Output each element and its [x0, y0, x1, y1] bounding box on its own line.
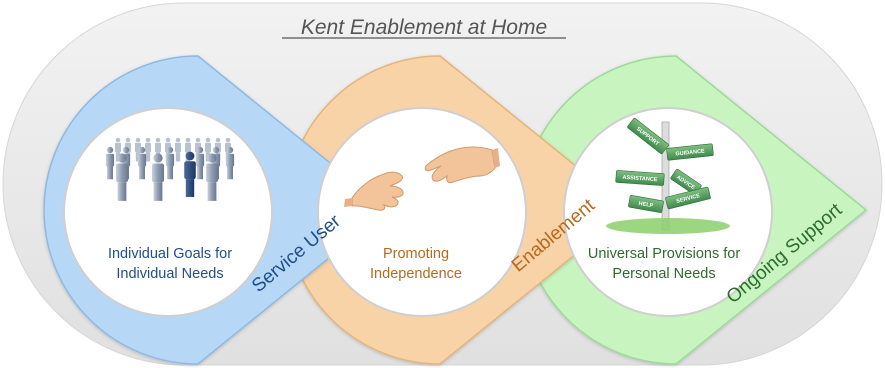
signpost-sign: GUIDANCE — [666, 143, 714, 161]
caption-enablement-line1: Promoting — [383, 246, 449, 262]
inner-circle-enablement — [317, 107, 527, 317]
person-figure — [184, 151, 196, 197]
diagram-title: Kent Enablement at Home — [301, 16, 547, 39]
caption-service-user-line1: Individual Goals for — [108, 246, 232, 262]
person-figure — [137, 146, 147, 180]
signpost-sign: HELP — [628, 195, 664, 213]
caption-enablement-line2: Independence — [370, 266, 462, 282]
signpost-sign: SERVICE — [665, 186, 711, 210]
person-figure — [151, 153, 165, 201]
signpost-grass — [606, 218, 730, 234]
signpost-sign: ASSISTANCE — [615, 170, 665, 186]
person-figure — [105, 146, 115, 180]
person-figure — [144, 137, 152, 162]
signpost-sign-label: SERVICE — [676, 193, 701, 205]
caption-ongoing-support-line2: Personal Needs — [612, 266, 715, 282]
person-figure — [115, 153, 129, 201]
person-figure — [205, 153, 219, 201]
caption-service-user-line2: Individual Needs — [116, 266, 223, 282]
person-figure — [195, 146, 205, 180]
person-figure — [165, 146, 175, 180]
signpost-sign-label: HELP — [638, 201, 654, 210]
helping-hands-icon — [344, 146, 500, 211]
signpost-sign-label: ASSISTANCE — [622, 175, 658, 183]
people-crowd-icon — [105, 137, 235, 201]
person-figure — [225, 146, 235, 180]
signpost-sign-label: GUIDANCE — [675, 148, 705, 157]
caption-ongoing-support-line1: Universal Provisions for — [588, 246, 740, 262]
person-figure — [174, 137, 182, 162]
